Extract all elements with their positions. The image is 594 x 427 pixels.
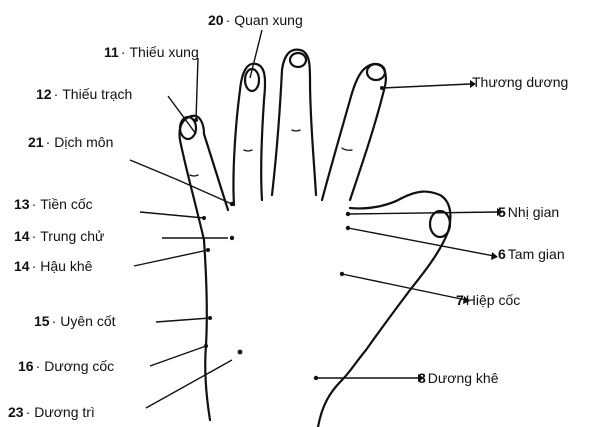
label-nhi-gian-name: Nhị gian [507, 204, 560, 220]
arrow-nhi-gian [497, 208, 503, 216]
label-duong-khe-name: Dương khê [427, 370, 499, 386]
label-thieu-xung-name: Thiếu xung [129, 44, 199, 60]
label-tien-coc-name: Tiền cốc [40, 196, 93, 212]
label-duong-coc-number: 16 [18, 358, 34, 374]
label-uyen-cot-number: 15 [34, 313, 50, 329]
label-nhi-gian-number: 5 [498, 204, 506, 220]
label-quan-xung-number: 20 [208, 12, 224, 28]
label-thieu-trach-number: 12 [36, 86, 52, 102]
label-tam-gian-number: 6 [498, 246, 506, 262]
label-duong-khe-number: 8 [418, 370, 426, 386]
label-trung-chu-number: 14 [14, 228, 30, 244]
label-uyen-cot: 15·Uyên cốt [34, 313, 116, 329]
label-duong-tri: 23·Dương trì [8, 404, 95, 420]
leader-thieu-trach [167, 95, 197, 135]
label-thieu-xung-number: 11 [104, 44, 119, 60]
label-thieu-trach-name: Thiếu trạch [62, 86, 133, 102]
label-tien-coc-number: 13 [14, 196, 30, 212]
label-trung-chu: 14·Trung chử [14, 228, 105, 244]
label-duong-tri-name: Dương trì [34, 404, 95, 420]
label-dich-mon-name: Dịch môn [54, 134, 114, 150]
label-duong-coc: 16·Dương cốc [18, 358, 115, 374]
leader-duong-tri [145, 359, 233, 409]
leader-tien-coc [139, 211, 205, 219]
leader-quan-xung [249, 29, 263, 79]
label-trung-chu-name: Trung chử [40, 228, 105, 244]
label-hiep-coc-name: Hiệp cốc [465, 292, 521, 308]
leader-hiep-coc [341, 273, 467, 301]
label-dich-mon: 21·Dịch môn [28, 134, 114, 150]
point-dot-thuong-duong [380, 86, 384, 90]
label-tam-gian-name: Tam gian [507, 246, 565, 262]
label-quan-xung: 20·Quan xung [208, 12, 303, 28]
arrow-hiep-coc [463, 296, 470, 304]
ring-finger-outline [232, 62, 267, 207]
thumb-nail [428, 209, 452, 239]
arrow-tam-gian [491, 252, 498, 260]
little-finger-outline [190, 114, 230, 212]
leader-uyen-cot [155, 317, 211, 323]
label-thieu-xung: 11·Thiếu xung [104, 44, 199, 60]
leader-hau-khe [133, 249, 209, 267]
label-quan-xung-name: Quan xung [234, 12, 303, 28]
leader-dich-mon [129, 159, 233, 205]
label-hiep-coc-number: 7 [456, 292, 464, 308]
label-hau-khe-number: 14 [14, 258, 30, 274]
middle-fingernail [288, 51, 308, 69]
hand-outline-radial-edge [316, 378, 344, 427]
label-thuong-duong-name: Thương dương [472, 74, 569, 90]
arrow-thuong-duong [470, 80, 476, 88]
leader-tam-gian [347, 227, 495, 257]
point-dot-nhi-gian [345, 211, 351, 217]
leader-duong-coc [149, 345, 207, 367]
label-hau-khe: 14·Hậu khê [14, 258, 93, 274]
finger-joint-lines [189, 129, 353, 177]
point-dot-tien-coc [202, 216, 206, 220]
point-dot-dich-mon [229, 201, 235, 207]
point-dot-trung-chu [229, 235, 235, 241]
index-fingernail [365, 62, 387, 82]
leader-nhi-gian [347, 211, 499, 215]
label-duong-coc-name: Dương cốc [44, 358, 115, 374]
label-duong-tri-number: 23 [8, 404, 24, 420]
hand-outline-ulnar-edge [178, 114, 212, 422]
little-fingernail [178, 115, 198, 141]
middle-finger-outline [270, 48, 318, 197]
index-finger-outline [320, 62, 387, 202]
point-dot-duong-khe [313, 375, 319, 381]
point-dot-thieu-xung [194, 118, 198, 122]
leader-thieu-xung [195, 57, 199, 121]
point-dot-duong-tri [237, 349, 243, 355]
label-hau-khe-name: Hậu khê [40, 258, 93, 274]
point-dot-tam-gian [345, 225, 351, 231]
point-dot-hau-khe [206, 248, 210, 252]
arrow-duong-khe [418, 374, 424, 382]
label-thuong-duong: Thương dương [472, 74, 568, 90]
point-dot-hiep-coc [339, 271, 345, 277]
label-dich-mon-number: 21 [28, 134, 44, 150]
label-thieu-trach: 12·Thiếu trạch [36, 86, 133, 102]
point-dot-uyen-cot [208, 316, 212, 320]
label-uyen-cot-name: Uyên cốt [60, 313, 116, 329]
point-dot-duong-coc [204, 344, 208, 348]
leader-thuong-duong [381, 83, 471, 89]
label-tien-coc: 13·Tiền cốc [14, 196, 93, 212]
